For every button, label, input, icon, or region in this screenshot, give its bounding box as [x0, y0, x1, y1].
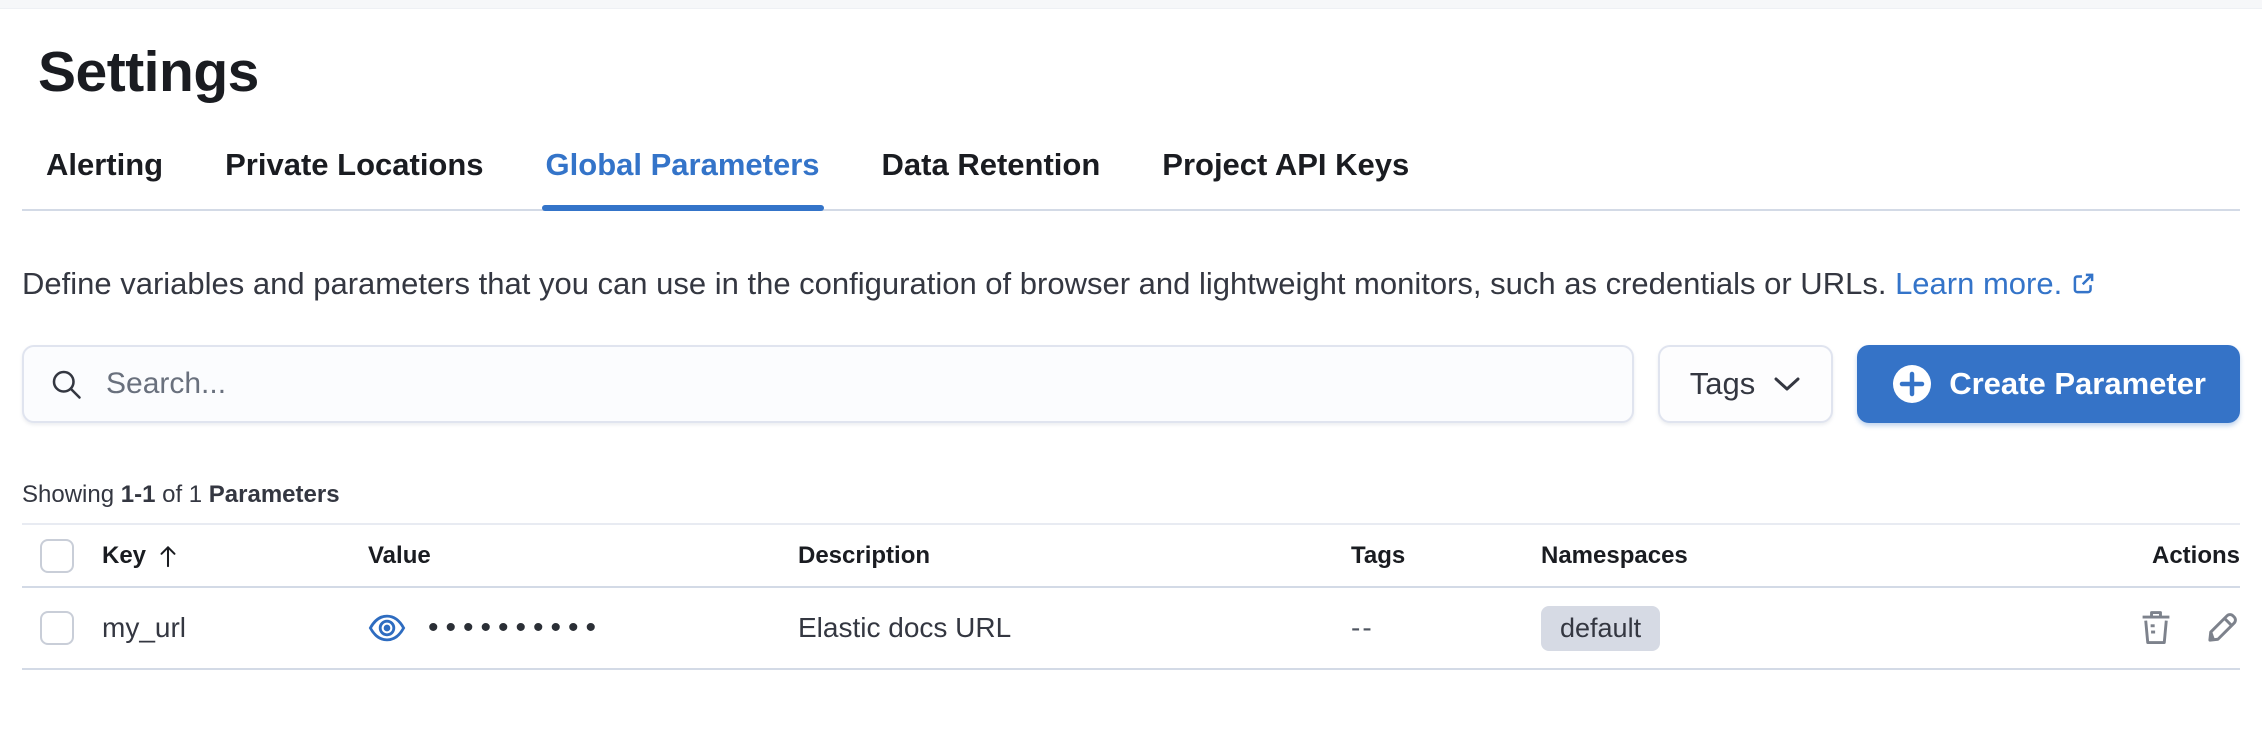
tags-filter-label: Tags [1689, 366, 1756, 401]
chevron-down-icon [1774, 377, 1800, 391]
summary-prefix: Showing [22, 481, 115, 508]
toolbar: Tags Create Parameter [22, 345, 2240, 423]
external-link-icon [2071, 261, 2096, 311]
search-icon [52, 370, 81, 399]
parameters-table: Key Value Description Tags Namespaces Ac… [22, 523, 2240, 670]
tab-data-retention[interactable]: Data Retention [882, 147, 1101, 209]
trash-icon [2142, 611, 2170, 644]
summary-entity: Parameters [208, 481, 340, 508]
tab-private-locations[interactable]: Private Locations [225, 147, 483, 209]
tab-project-api-keys[interactable]: Project API Keys [1162, 147, 1409, 209]
cell-tags: -- [1351, 612, 1374, 643]
pencil-icon [2208, 613, 2237, 642]
learn-more-link[interactable]: Learn more. [1895, 266, 2063, 301]
search-input[interactable] [106, 367, 1608, 401]
tab-global-parameters[interactable]: Global Parameters [541, 147, 824, 211]
column-header-description: Description [798, 541, 931, 569]
reveal-value-button[interactable] [368, 612, 406, 644]
create-parameter-label: Create Parameter [1949, 366, 2206, 401]
settings-page: Settings Alerting Private Locations Glob… [0, 39, 2262, 670]
plus-in-circle-icon [1893, 365, 1932, 403]
sort-up-icon [160, 545, 176, 567]
table-row: my_url •••••••••• Elastic docs URL -- de… [22, 588, 2240, 670]
tabs-nav: Alerting Private Locations Global Parame… [22, 147, 2240, 211]
page-title: Settings [38, 40, 259, 104]
column-header-value: Value [368, 541, 431, 569]
cell-value: •••••••••• [368, 611, 798, 645]
row-checkbox[interactable] [40, 611, 74, 645]
create-parameter-button[interactable]: Create Parameter [1857, 345, 2240, 423]
search-box[interactable] [22, 345, 1634, 423]
top-strip [0, 0, 2262, 9]
namespace-badge: default [1541, 605, 1661, 651]
column-header-tags: Tags [1351, 541, 1406, 569]
cell-namespaces: default [1541, 605, 2060, 651]
cell-description: Elastic docs URL [798, 612, 1012, 643]
delete-parameter-button[interactable] [2138, 609, 2174, 647]
masked-value: •••••••••• [428, 611, 604, 644]
edit-parameter-button[interactable] [2204, 610, 2240, 646]
tags-filter-button[interactable]: Tags [1657, 345, 1834, 423]
description-text: Define variables and parameters that you… [22, 266, 1887, 301]
page-description: Define variables and parameters that you… [22, 259, 2240, 311]
cell-key: my_url [102, 612, 187, 643]
eye-icon [368, 614, 406, 642]
column-header-namespaces: Namespaces [1541, 541, 1688, 569]
column-header-actions: Actions [2151, 541, 2240, 569]
results-summary: Showing 1-1 of 1 Parameters [22, 481, 2240, 509]
cell-actions [2060, 609, 2240, 647]
table-header: Key Value Description Tags Namespaces Ac… [22, 523, 2240, 588]
column-header-key[interactable]: Key [102, 542, 368, 570]
summary-range: 1-1 [120, 481, 156, 508]
summary-of: of 1 [162, 481, 203, 508]
select-all-checkbox[interactable] [40, 538, 74, 573]
tab-alerting[interactable]: Alerting [46, 147, 163, 209]
